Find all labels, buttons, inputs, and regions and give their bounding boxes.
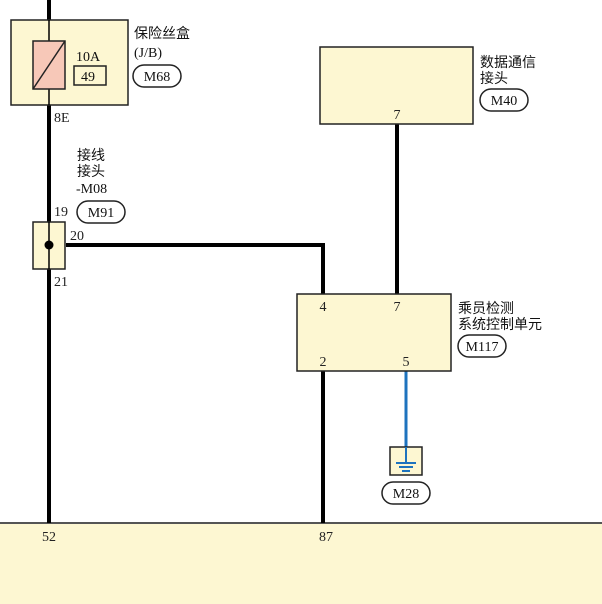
joint-pin-bottom: 21 (54, 275, 68, 290)
joint-connector-block[interactable] (32, 221, 66, 270)
ecu-pin-2: 2 (320, 355, 327, 370)
bus-pin-left: 52 (42, 530, 56, 545)
fuse-number: 49 (81, 70, 95, 85)
ecu-name-line1: 乘员检测 (458, 301, 514, 317)
bus-pin-right: 87 (319, 530, 333, 545)
dlc-block[interactable] (319, 46, 474, 125)
ecu-name-line2: 系统控制单元 (458, 317, 542, 333)
dlc-name-line1: 数据通信 (480, 55, 536, 71)
ground-connector-badge (381, 481, 431, 505)
dlc-connector: M40 (491, 94, 517, 109)
ground-block[interactable] (389, 446, 423, 476)
fuse-number-box (73, 65, 107, 86)
ecu-pin-7: 7 (394, 300, 401, 315)
joint-pin-top: 19 (54, 205, 68, 220)
ecu-connector-badge (457, 334, 507, 358)
fuse-box-connector-badge (132, 64, 182, 88)
splice-dot (44, 240, 54, 250)
joint-connector: M91 (88, 206, 114, 221)
ecu-pin-5: 5 (403, 355, 410, 370)
fuse-pin-out: 8E (54, 111, 70, 126)
joint-pin-right: 20 (70, 229, 84, 244)
fuse-rating: 10A (76, 50, 101, 65)
ecu-pin-4: 4 (320, 300, 327, 315)
joint-name-line3: -M08 (76, 182, 107, 197)
fuse-box-connector: M68 (144, 70, 170, 85)
ground-connector: M28 (393, 487, 419, 502)
joint-name-line2: 接头 (77, 163, 105, 180)
fuse-box-subname: (J/B) (134, 46, 162, 61)
joint-name-line1: 接线 (77, 147, 105, 164)
dlc-name-line2: 接头 (480, 70, 508, 87)
dlc-pin: 7 (394, 108, 401, 123)
ground-icon (396, 447, 416, 472)
dlc-connector-badge (479, 88, 529, 112)
fuse-box[interactable] (10, 19, 129, 106)
fuse-slash (32, 40, 66, 90)
wire-joint-to-ecu (66, 243, 325, 294)
ecu-connector: M117 (466, 340, 499, 355)
joint-connector-badge (76, 200, 126, 224)
bottom-bus-panel (0, 523, 602, 604)
fuse-box-name: 保险丝盒 (134, 25, 190, 42)
ecu-block[interactable] (296, 293, 452, 372)
